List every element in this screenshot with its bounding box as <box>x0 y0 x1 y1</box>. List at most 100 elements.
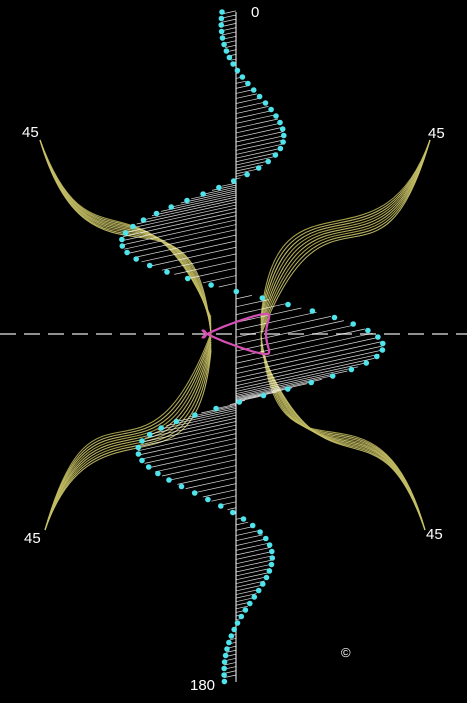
helix-dot <box>380 340 386 347</box>
ribbon-strand <box>44 335 212 531</box>
helix-dot <box>216 184 222 191</box>
helix-dot <box>250 87 257 93</box>
helix-spoke <box>235 148 281 159</box>
helix-dot <box>223 48 230 54</box>
helix-dot <box>279 126 286 132</box>
helix-dot <box>119 243 126 249</box>
helix-spoke <box>133 234 237 258</box>
helix-dot <box>205 496 211 503</box>
helix-spoke <box>130 204 237 229</box>
helix-dot <box>230 509 236 516</box>
helix-spoke <box>121 219 237 246</box>
helix-dot <box>221 672 227 678</box>
helix-spoke <box>235 530 259 536</box>
helix-dot <box>139 438 145 444</box>
helix-dot <box>226 639 232 646</box>
helix-spoke <box>235 337 379 370</box>
helix-spoke <box>174 260 237 275</box>
helix-dot <box>218 22 224 28</box>
helix-spoke <box>140 421 237 443</box>
helix-dot <box>155 470 161 477</box>
helix-spoke <box>235 101 265 109</box>
label-upper-right: 45 <box>428 125 445 142</box>
helix-spoke <box>235 379 322 399</box>
helix-dot <box>239 74 246 80</box>
helix-dot <box>268 106 274 113</box>
helix-dot <box>247 600 253 607</box>
helix-spoke <box>141 240 237 263</box>
helix-spoke <box>235 316 332 338</box>
helix-dot <box>266 542 273 548</box>
helix-dot <box>379 347 386 353</box>
helix-spoke <box>235 311 317 331</box>
helix-dot <box>236 399 243 405</box>
helix-dot <box>218 28 225 35</box>
helix-dot <box>221 659 228 665</box>
helix-spoke <box>235 118 279 129</box>
helix-dot <box>240 516 247 522</box>
helix-spoke <box>170 192 237 208</box>
helix-spoke <box>235 555 273 565</box>
helix-spoke <box>235 131 284 143</box>
helix-spoke <box>143 199 237 221</box>
helix-dot <box>213 405 219 412</box>
helix-dot <box>226 54 233 61</box>
helix-spoke <box>150 414 237 435</box>
helix-spoke <box>235 303 286 315</box>
helix-spoke <box>144 417 237 439</box>
helix-dot <box>164 269 170 275</box>
helix-dot <box>158 425 164 431</box>
helix-dot <box>228 633 235 639</box>
helix-spoke <box>160 194 237 212</box>
helix-spoke <box>221 31 237 36</box>
helix-dot <box>285 386 291 392</box>
helix-dot <box>265 158 272 165</box>
ribbon-strand <box>260 139 431 333</box>
helix-dot <box>280 139 286 145</box>
helix-spoke <box>235 521 249 526</box>
helix-dot <box>221 41 227 48</box>
helix-spoke <box>229 638 237 641</box>
helix-dot <box>269 555 276 561</box>
helix-dot <box>375 334 381 340</box>
helix-spoke <box>161 459 237 477</box>
spoke-group <box>121 10 384 678</box>
helix-dot <box>122 230 129 236</box>
helix-spoke <box>235 135 284 147</box>
helix-spoke <box>235 547 271 556</box>
helix-spoke <box>235 605 249 610</box>
ribbon-strand <box>260 139 431 331</box>
helix-spoke <box>235 370 348 396</box>
helix-dot <box>173 418 180 425</box>
helix-dot <box>119 236 125 243</box>
helix-spoke <box>150 246 237 267</box>
label-top: 0 <box>251 4 259 21</box>
helix-dot <box>224 646 230 652</box>
helix-dot <box>272 152 279 158</box>
helix-spoke <box>157 412 237 431</box>
helix-dot <box>256 93 263 100</box>
ribbon-strand <box>44 341 212 531</box>
label-bottom: 180 <box>190 677 215 694</box>
helix-dot <box>268 561 275 568</box>
helix-spoke <box>221 18 237 23</box>
helix-spoke <box>235 349 383 383</box>
helix-spoke <box>226 649 237 653</box>
helix-dot <box>133 256 139 262</box>
helix-dot <box>218 503 224 509</box>
helix-spoke <box>235 353 380 387</box>
helix-spoke <box>177 471 237 485</box>
helix-dot <box>259 295 266 301</box>
helix-spoke <box>235 295 252 300</box>
helix-spoke <box>229 402 237 405</box>
helix-spoke <box>235 551 272 560</box>
helix-spoke <box>235 576 267 584</box>
ribbon-strand <box>44 339 212 531</box>
helix-dot <box>331 314 338 321</box>
helix-spoke <box>235 597 254 603</box>
helix-spoke <box>235 122 281 134</box>
helix-spoke <box>235 160 269 169</box>
helix-dot <box>234 67 241 74</box>
helix-spoke <box>235 618 241 621</box>
helix-dot <box>255 587 262 594</box>
